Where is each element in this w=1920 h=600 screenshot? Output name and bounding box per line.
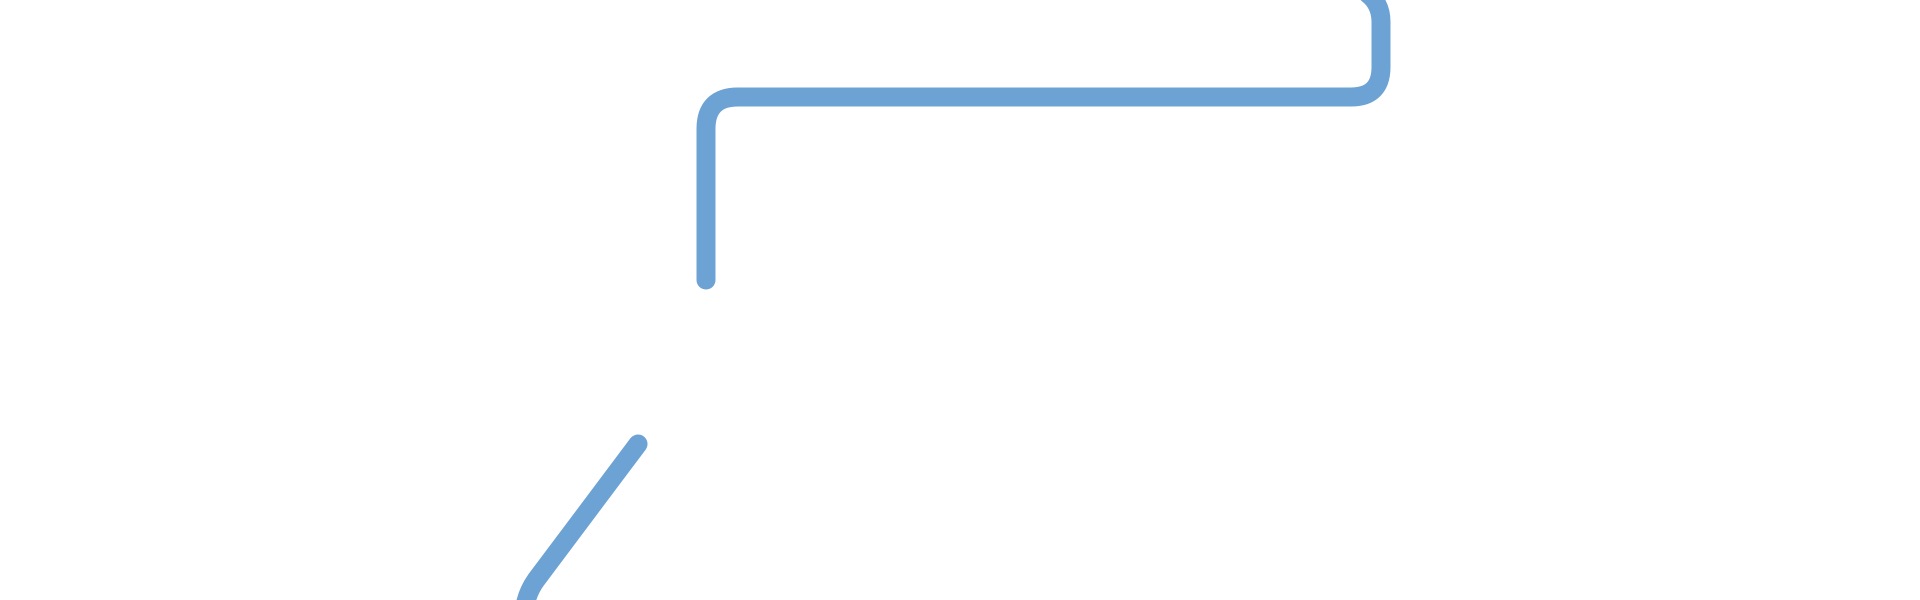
connector-diagonal	[516, 434, 648, 600]
connector-elbow	[696, 0, 1391, 290]
